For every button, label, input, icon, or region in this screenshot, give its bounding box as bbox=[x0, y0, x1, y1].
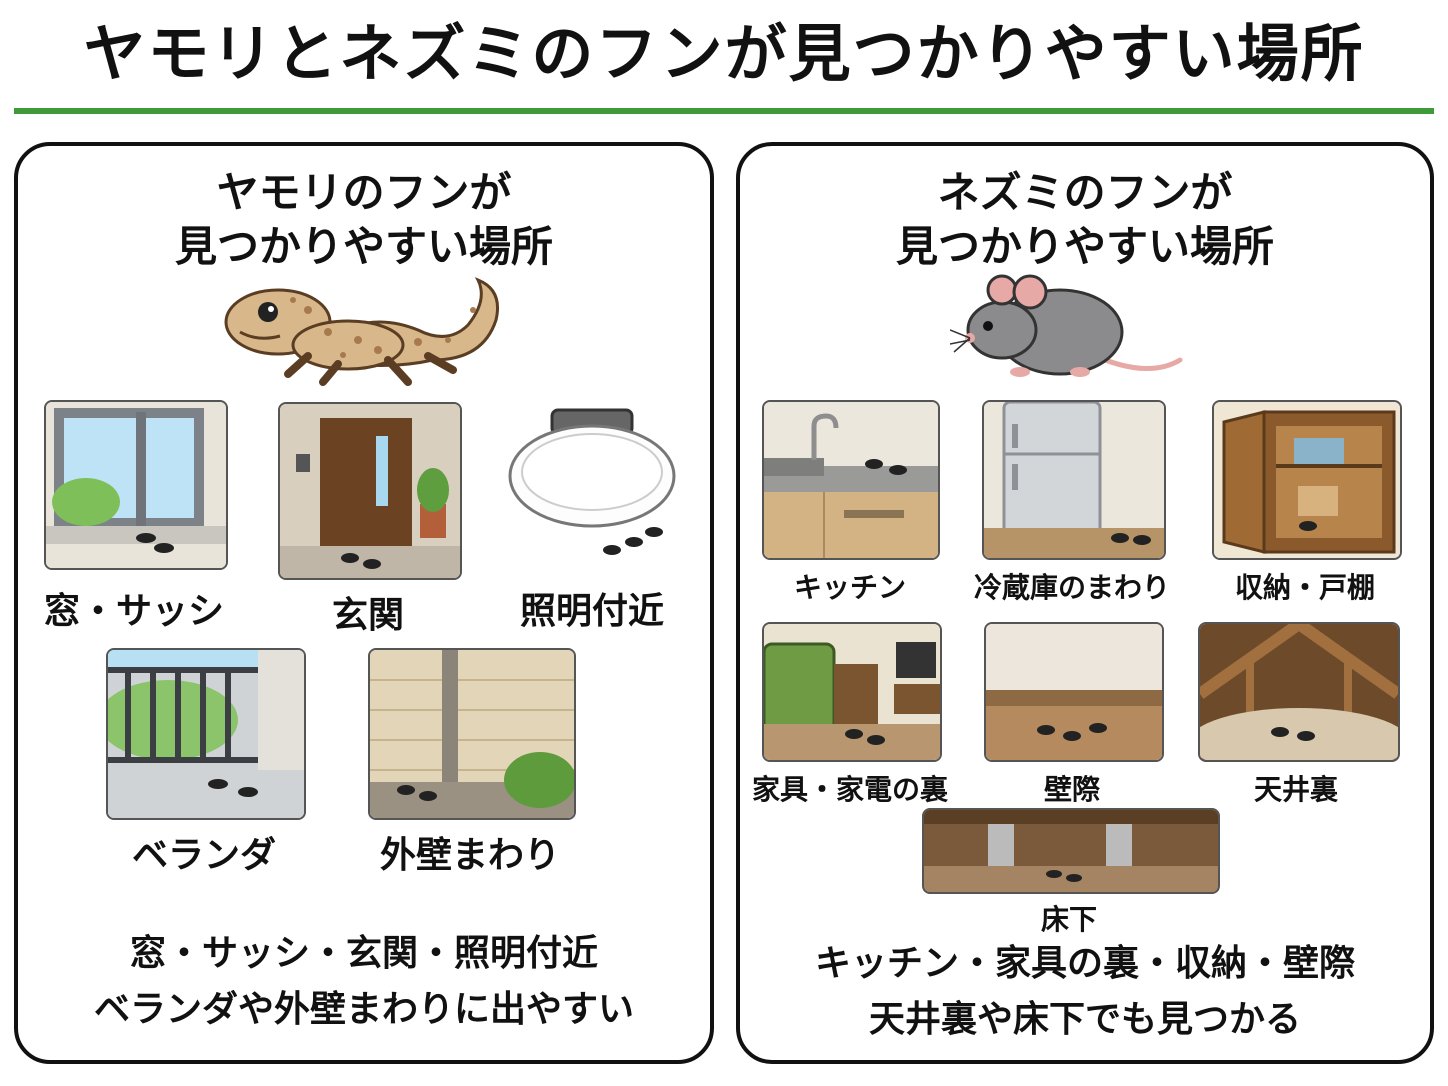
rat-panel-title: ネズミのフンが 見つかりやすい場所 bbox=[740, 166, 1430, 274]
gecko-illustration bbox=[224, 277, 499, 386]
place-label-outer-wall: 外壁まわり bbox=[379, 835, 560, 876]
gecko-title-line2: 見つかりやすい場所 bbox=[174, 222, 553, 271]
place-label-window-sash: 窓・サッシ bbox=[43, 591, 224, 632]
place-label-fridge: 冷蔵庫のまわり bbox=[973, 571, 1170, 604]
rat-illustration bbox=[950, 274, 1183, 377]
place-label-lighting: 照明付近 bbox=[519, 591, 664, 632]
page-title: ヤモリとネズミのフンが見つかりやすい場所 bbox=[83, 17, 1365, 90]
wall-edge-image bbox=[984, 622, 1164, 762]
attic-image bbox=[1198, 622, 1400, 762]
place-label-entrance: 玄関 bbox=[331, 595, 404, 636]
rat-summary-line2: 天井裏や床下でも見つかる bbox=[868, 999, 1301, 1040]
gecko-summary-line1: 窓・サッシ・玄関・照明付近 bbox=[129, 933, 598, 974]
rat-summary-line1: キッチン・家具の裏・収納・壁際 bbox=[814, 943, 1355, 984]
place-label-attic: 天井裏 bbox=[1253, 773, 1338, 806]
gecko-panel: ヤモリのフンが 見つかりやすい場所 窓・サッシ bbox=[14, 142, 714, 1064]
place-label-storage: 収納・戸棚 bbox=[1234, 571, 1375, 604]
window-sash-image bbox=[44, 400, 228, 570]
outer-wall-image bbox=[368, 648, 576, 820]
veranda-image bbox=[106, 648, 306, 820]
kitchen-image bbox=[762, 400, 940, 560]
place-label-wall-edge: 壁際 bbox=[1043, 773, 1100, 806]
gecko-summary-line2: ベランダや外壁まわりに出やすい bbox=[93, 989, 634, 1030]
gecko-panel-title: ヤモリのフンが 見つかりやすい場所 bbox=[18, 166, 710, 274]
rat-summary: キッチン・家具の裏・収納・壁際 天井裏や床下でも見つかる bbox=[740, 936, 1430, 1048]
gecko-summary: 窓・サッシ・玄関・照明付近 ベランダや外壁まわりに出やすい bbox=[18, 926, 710, 1038]
rat-panel: ネズミのフンが 見つかりやすい場所 キッチン bbox=[736, 142, 1434, 1064]
place-label-veranda: ベランダ bbox=[131, 835, 276, 876]
place-label-kitchen: キッチン bbox=[793, 571, 906, 604]
storage-cupboard-image bbox=[1212, 400, 1402, 560]
rat-title-line2: 見つかりやすい場所 bbox=[895, 222, 1274, 271]
furniture-back-image bbox=[762, 622, 942, 762]
lighting-image bbox=[504, 404, 680, 568]
place-label-underfloor: 床下 bbox=[1040, 903, 1097, 936]
title-divider bbox=[14, 108, 1434, 114]
rat-title-line1: ネズミのフンが bbox=[937, 168, 1233, 217]
gecko-title-line1: ヤモリのフンが bbox=[216, 168, 512, 217]
place-label-furniture-back: 家具・家電の裏 bbox=[751, 773, 948, 806]
underfloor-image bbox=[922, 808, 1220, 894]
fridge-image bbox=[982, 400, 1166, 560]
entrance-image bbox=[278, 402, 462, 580]
